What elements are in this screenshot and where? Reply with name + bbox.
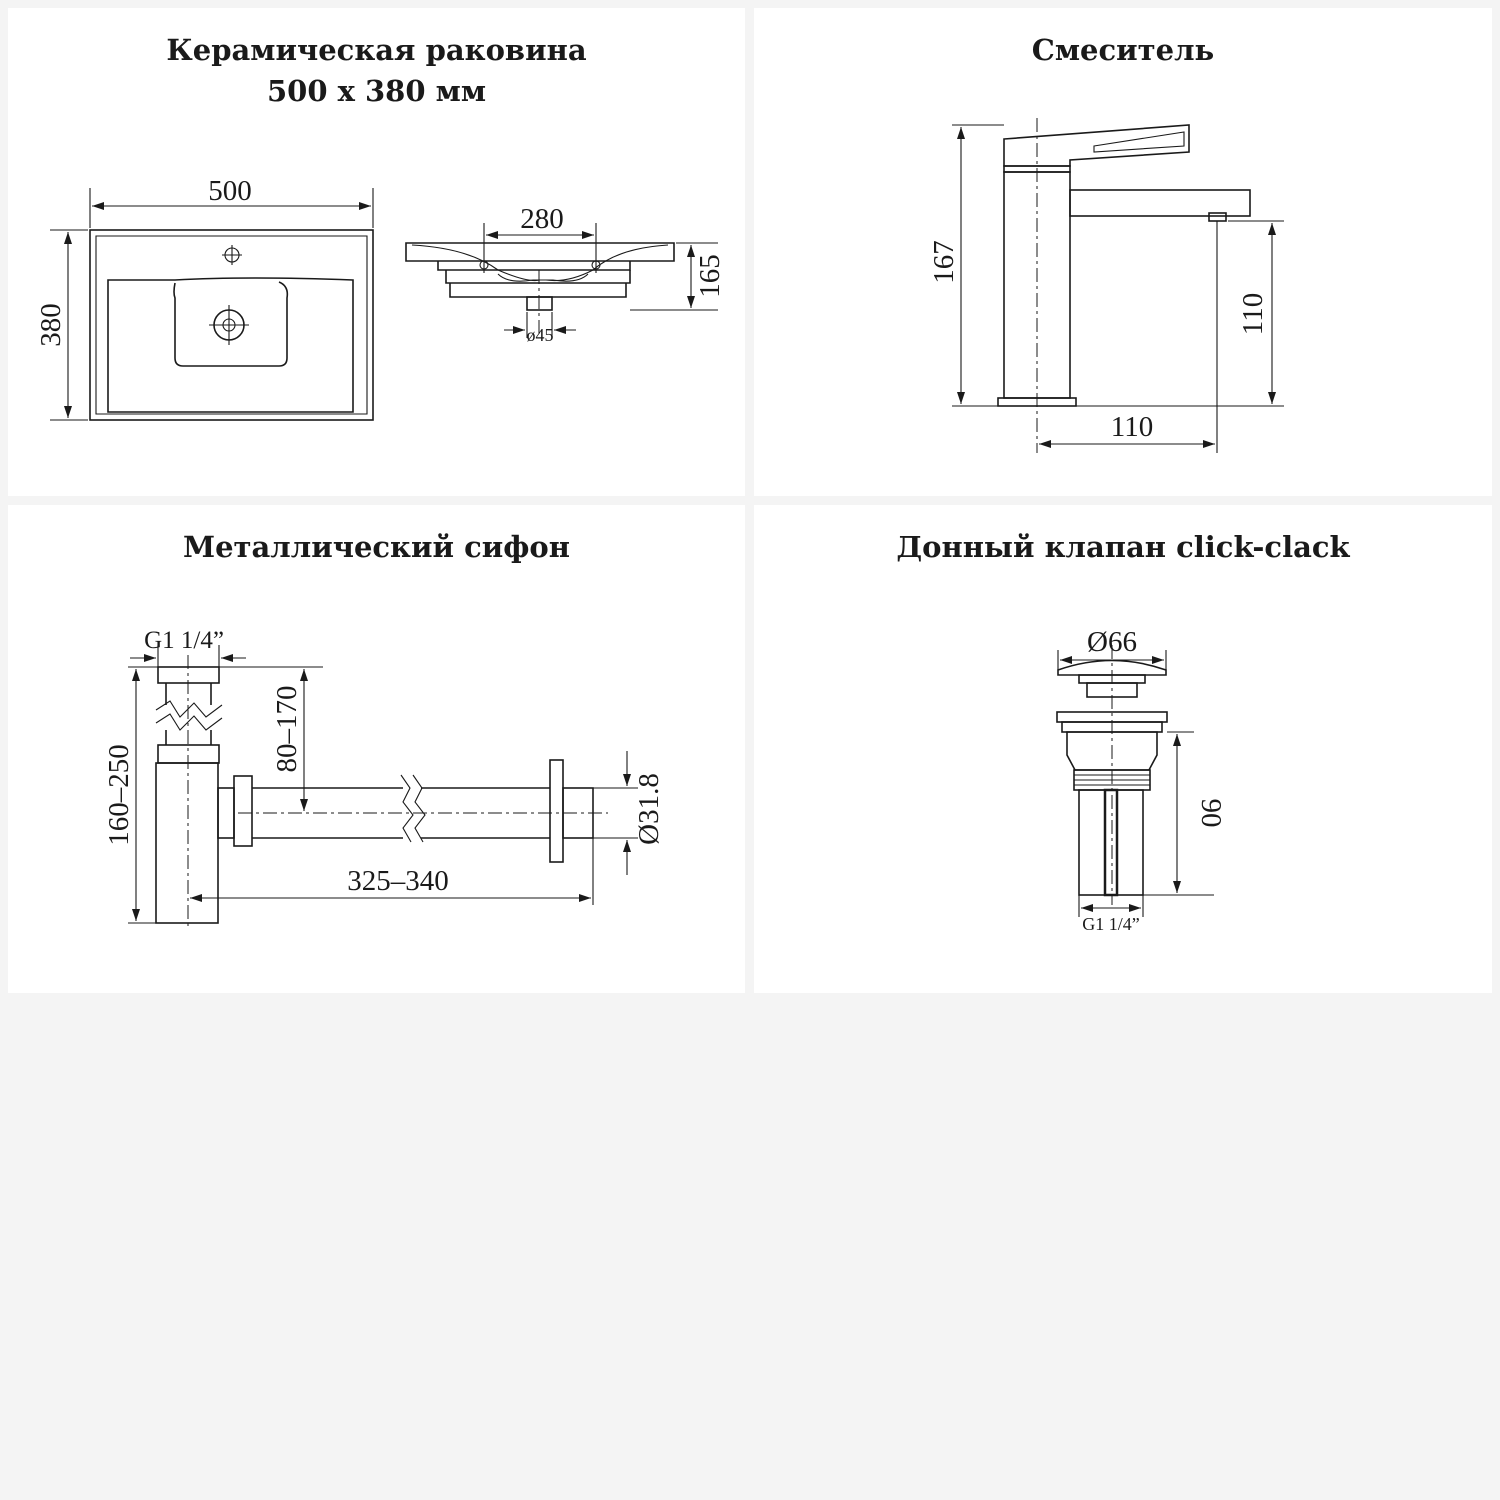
sink-width-dimension: 500 — [89, 175, 374, 228]
valve-cap-dimension: Ø66 — [1057, 626, 1167, 670]
sink-drain-dimension: ø45 — [504, 312, 576, 345]
sink-height-dimension: 165 — [630, 242, 726, 311]
faucet-reach-dimension: 110 — [1039, 221, 1218, 453]
sink-height-label: 165 — [694, 254, 726, 298]
valve-body — [1056, 645, 1168, 905]
valve-drawing: Ø66 90 G1 1/4” — [1056, 626, 1227, 934]
siphon-length-label: 325–340 — [347, 865, 449, 897]
sink-width-label: 500 — [208, 175, 252, 207]
sink-side-view — [405, 242, 675, 338]
faucet-panel: Смеситель 167 110 — [754, 8, 1492, 496]
sink-title-line2: 500 х 380 мм — [266, 74, 487, 108]
sink-holes-dimension: 280 — [483, 203, 597, 273]
faucet-spout-height-label: 110 — [1237, 293, 1269, 335]
valve-thread-label: G1 1/4” — [1082, 914, 1140, 934]
faucet-title: Смеситель — [754, 30, 1492, 71]
faucet-height-label: 167 — [928, 240, 960, 284]
sink-holes-label: 280 — [520, 203, 564, 235]
siphon-body — [155, 655, 608, 930]
siphon-inlet-dimension: 80–170 — [219, 666, 323, 811]
sink-title-line1: Керамическая раковина — [166, 33, 587, 67]
sink-depth-dimension: 380 — [35, 229, 88, 421]
valve-height-dimension: 90 — [1143, 731, 1227, 896]
siphon-height-label: 160–250 — [103, 744, 135, 846]
sink-depth-label: 380 — [35, 303, 67, 347]
siphon-drawing: G1 1/4” 160–250 80–170 Ø31.8 325–340 — [103, 627, 665, 930]
valve-height-label: 90 — [1195, 799, 1227, 828]
faucet-drawing: 167 110 110 — [928, 118, 1284, 453]
sink-title: Керамическая раковина 500 х 380 мм — [8, 30, 745, 112]
faucet-body — [997, 118, 1251, 453]
faucet-height-dimension: 167 — [928, 124, 1004, 407]
empty-background-area — [0, 1000, 1500, 1500]
valve-title-text: Донный клапан click-clack — [896, 530, 1350, 564]
faucet-reach-label: 110 — [1111, 411, 1153, 443]
siphon-thread-dimension: G1 1/4” — [130, 627, 246, 667]
faucet-title-text: Смеситель — [1031, 33, 1215, 67]
sink-top-view — [89, 229, 374, 421]
siphon-inlet-label: 80–170 — [271, 686, 303, 773]
siphon-title: Металлический сифон — [8, 527, 745, 568]
siphon-length-dimension: 325–340 — [190, 838, 594, 905]
sink-panel: Керамическая раковина 500 х 380 мм 500 — [8, 8, 745, 496]
siphon-outlet-dimension: Ø31.8 — [593, 751, 665, 875]
siphon-title-text: Металлический сифон — [183, 530, 570, 564]
siphon-height-dimension: 160–250 — [103, 666, 158, 924]
siphon-panel: Металлический сифон — [8, 505, 745, 993]
valve-cap-label: Ø66 — [1087, 626, 1137, 658]
valve-title: Донный клапан click-clack — [754, 527, 1492, 568]
siphon-thread-label: G1 1/4” — [144, 627, 224, 654]
sink-drawing: 500 380 280 — [35, 175, 726, 421]
sink-drain-label: ø45 — [527, 325, 554, 345]
faucet-spout-height-dimension: 110 — [1076, 220, 1284, 407]
valve-thread-dimension: G1 1/4” — [1078, 895, 1144, 934]
siphon-outlet-label: Ø31.8 — [633, 773, 665, 845]
valve-panel: Донный клапан click-clack Ø66 — [754, 505, 1492, 993]
